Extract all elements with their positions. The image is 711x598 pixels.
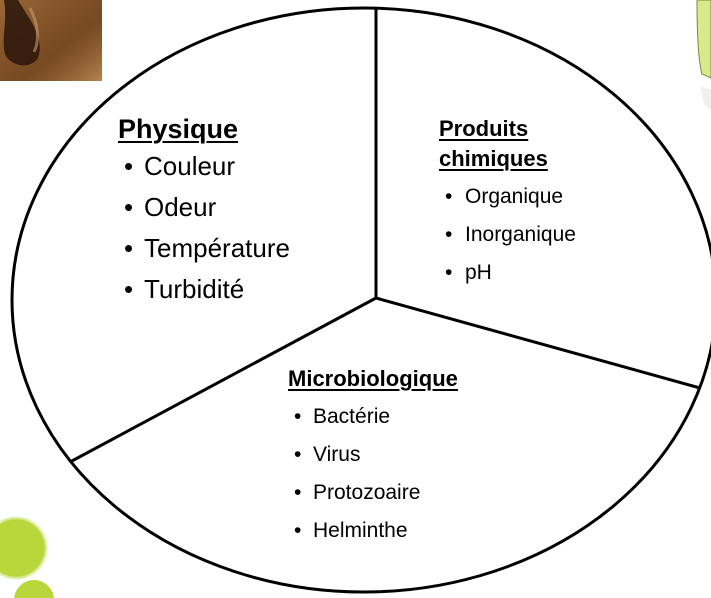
list-item: •Inorganique (439, 216, 576, 254)
green-bubble-small (14, 580, 54, 598)
list-item: •pH (439, 254, 576, 292)
bullet-icon: • (124, 269, 133, 310)
list-item: •Protozoaire (288, 474, 458, 512)
bullet-icon: • (124, 228, 133, 269)
photo-thumbnail (0, 0, 102, 81)
list-microbiologique: •Bactérie •Virus •Protozoaire •Helminthe (288, 398, 458, 550)
list-item: •Odeur (118, 187, 290, 228)
list-item: •Turbidité (118, 269, 290, 310)
bullet-icon: • (124, 187, 133, 228)
list-item: •Température (118, 228, 290, 269)
section-physique: Physique •Couleur •Odeur •Température •T… (118, 112, 290, 310)
bullet-icon: • (124, 146, 133, 187)
list-physique: •Couleur •Odeur •Température •Turbidité (118, 146, 290, 310)
bullet-icon: • (294, 474, 301, 512)
green-corner-decoration (697, 0, 711, 78)
bullet-icon: • (294, 398, 301, 436)
list-item: •Bactérie (288, 398, 458, 436)
bullet-icon: • (445, 216, 452, 254)
section-produits-chimiques: Produits chimiques •Organique •Inorganiq… (439, 114, 576, 292)
heading-physique: Physique (118, 112, 290, 146)
heading-microbiologique: Microbiologique (288, 364, 458, 394)
list-item: •Virus (288, 436, 458, 474)
list-chimiques: •Organique •Inorganique •pH (439, 178, 576, 292)
list-item: •Couleur (118, 146, 290, 187)
bullet-icon: • (294, 512, 301, 550)
list-item: •Helminthe (288, 512, 458, 550)
bullet-icon: • (445, 178, 452, 216)
heading-produits: Produits (439, 114, 576, 144)
bullet-icon: • (445, 254, 452, 292)
section-microbiologique: Microbiologique •Bactérie •Virus •Protoz… (288, 364, 458, 550)
list-item: •Organique (439, 178, 576, 216)
heading-chimiques: chimiques (439, 144, 576, 174)
bullet-icon: • (294, 436, 301, 474)
